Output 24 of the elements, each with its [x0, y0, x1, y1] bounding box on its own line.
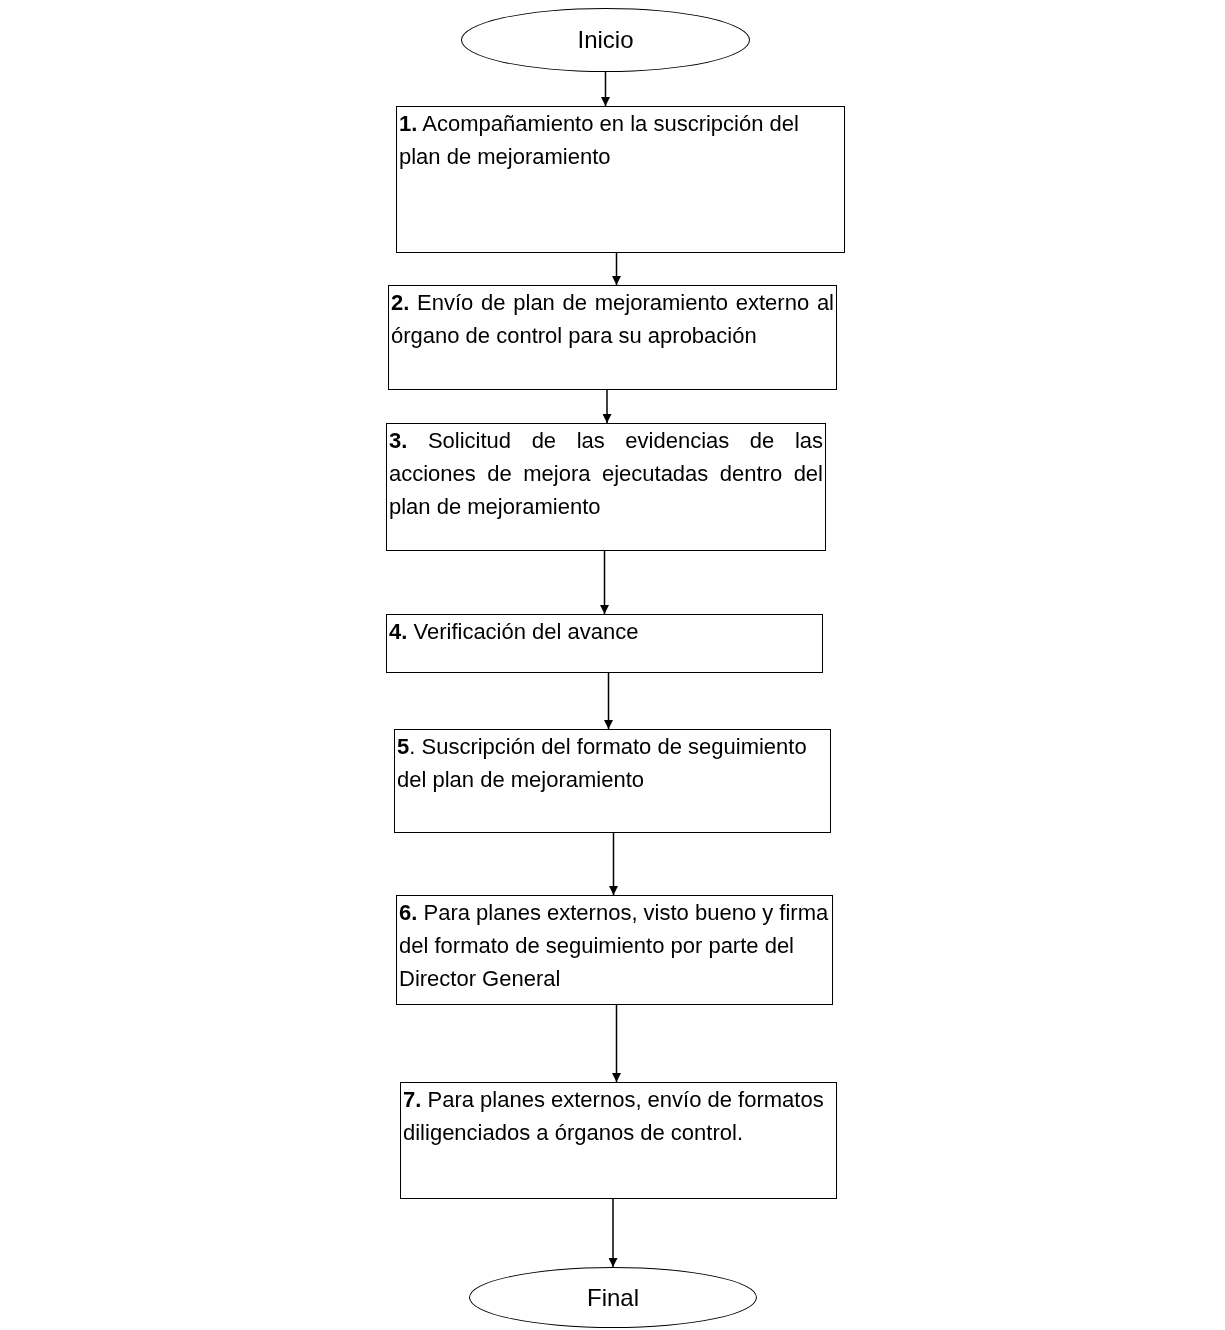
step-text: 7. Para planes externos, envío de formatos diligenciados a órganos de control.: [402, 1086, 825, 1147]
process-box: [396, 895, 833, 1005]
arrow: [600, 550, 609, 615]
arrow: [604, 672, 613, 730]
arrow: [602, 389, 612, 424]
step-text: 5. Suscripción del formato de seguimiento del plan de mejoramiento: [396, 733, 808, 794]
step-text: 4. Verificación del avance: [388, 618, 640, 646]
arrow: [608, 1198, 618, 1268]
process-box: [400, 1082, 837, 1199]
process-box: [386, 614, 823, 673]
arrow: [612, 252, 621, 286]
process-box: [386, 423, 826, 551]
terminal-label: Inicio: [577, 25, 634, 55]
arrow: [601, 71, 610, 107]
arrow: [612, 1004, 621, 1083]
process-box: [388, 285, 837, 390]
process-box: [394, 729, 831, 833]
arrow: [609, 832, 618, 896]
step-text: 2. Envío de plan de mejoramiento externo al órgano de control para su aprobación: [390, 289, 835, 350]
process-box: [396, 106, 845, 253]
step-text: 1. Acompañamiento en la suscripción del plan de mejoramiento: [398, 110, 800, 171]
terminal-label: Final: [587, 1282, 639, 1313]
step-text: 3. Solicitud de las evidencias de las acciones de mejora ejecutadas dentro del plan de mejoramiento: [388, 427, 824, 521]
step-text: 6. Para planes externos, visto bueno y firma del formato de seguimiento por parte del Director General: [398, 899, 830, 993]
